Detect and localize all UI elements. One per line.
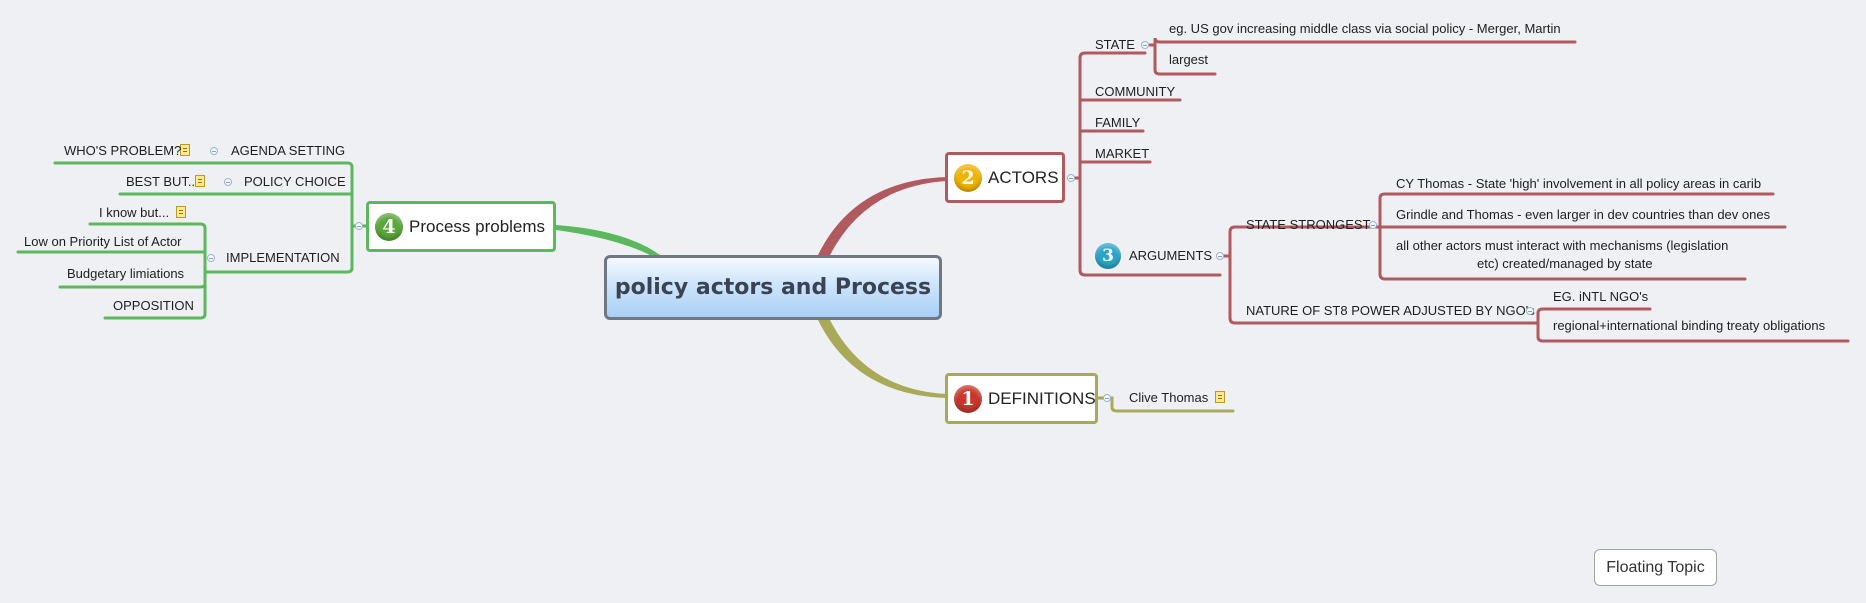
priority-1-icon: 1 (954, 384, 982, 413)
definitions-connectors (1096, 396, 1235, 413)
clive-thomas-label[interactable]: Clive Thomas (1129, 390, 1209, 405)
collapse-implementation-icon[interactable] (207, 254, 215, 262)
branch-actors (818, 177, 947, 255)
state-child-2[interactable]: largest (1169, 52, 1209, 67)
policy-child-label[interactable]: BEST BUT.. (126, 174, 196, 189)
central-topic[interactable]: policy actors and Process (604, 255, 942, 320)
arguments-label[interactable]: ARGUMENTS (1129, 248, 1213, 263)
note-icon[interactable] (180, 144, 190, 156)
state-label[interactable]: STATE (1095, 37, 1135, 52)
branch-process (556, 225, 660, 255)
impl-child-2[interactable]: Low on Priority List of Actor (24, 234, 182, 249)
strongest-child-2[interactable]: Grindle and Thomas - even larger in dev … (1396, 207, 1771, 222)
priority-2-icon: 2 (954, 163, 982, 192)
topic-process-label: Process problems (409, 216, 546, 236)
topic-actors[interactable]: 2 ACTORS (945, 152, 1065, 203)
floating-topic[interactable]: Floating Topic (1594, 549, 1717, 586)
note-icon[interactable] (195, 175, 205, 187)
topic-actors-label: ACTORS (988, 167, 1059, 187)
impl-child-4[interactable]: OPPOSITION (113, 298, 194, 313)
collapse-state-icon[interactable] (1141, 41, 1149, 49)
strongest-child-3-line-1[interactable]: all other actors must interact with mech… (1396, 238, 1729, 253)
strongest-child-1[interactable]: CY Thomas - State 'high' involvement in … (1396, 176, 1762, 191)
collapse-policy-icon[interactable] (224, 178, 232, 186)
impl-child-1[interactable]: I know but... (99, 205, 170, 220)
topic-definitions-label: DEFINITIONS (988, 388, 1096, 408)
priority-4-icon: 4 (375, 212, 403, 241)
nature-child-1[interactable]: EG. iNTL NGO's (1553, 289, 1649, 304)
agenda-setting-label[interactable]: AGENDA SETTING (231, 143, 346, 158)
actors-connectors (1068, 37, 1850, 343)
collapse-process-icon[interactable] (355, 222, 363, 230)
implementation-label[interactable]: IMPLEMENTATION (226, 250, 340, 265)
state-strongest-label[interactable]: STATE STRONGEST (1246, 217, 1371, 232)
branch-definitions (818, 320, 947, 398)
note-icon[interactable] (1215, 391, 1225, 403)
family-label[interactable]: FAMILY (1095, 115, 1141, 130)
policy-choice-label[interactable]: POLICY CHOICE (244, 174, 346, 189)
topic-definitions[interactable]: 1 DEFINITIONS (945, 373, 1098, 424)
collapse-state-strongest-icon[interactable] (1369, 221, 1377, 229)
topic-process-problems[interactable]: 4 Process problems (366, 201, 556, 252)
agenda-child-label[interactable]: WHO'S PROBLEM? (64, 143, 182, 158)
collapse-arguments-icon[interactable] (1216, 252, 1224, 260)
collapse-actors-icon[interactable] (1067, 174, 1075, 182)
collapse-agenda-icon[interactable] (210, 147, 218, 155)
impl-child-3[interactable]: Budgetary limiations (67, 266, 185, 281)
collapse-definitions-icon[interactable] (1103, 394, 1111, 402)
community-label[interactable]: COMMUNITY (1095, 84, 1176, 99)
process-connectors (16, 161, 370, 320)
note-icon[interactable] (176, 206, 186, 218)
state-child-1[interactable]: eg. US gov increasing middle class via s… (1169, 21, 1561, 36)
nature-child-2[interactable]: regional+international binding treaty ob… (1553, 318, 1826, 333)
priority-3-icon: 3 (1095, 243, 1121, 269)
market-label[interactable]: MARKET (1095, 146, 1150, 161)
nature-label[interactable]: NATURE OF ST8 POWER ADJUSTED BY NGO's (1246, 303, 1535, 318)
strongest-child-3-line-2[interactable]: etc) created/managed by state (1477, 256, 1653, 271)
collapse-nature-icon[interactable] (1526, 307, 1534, 315)
